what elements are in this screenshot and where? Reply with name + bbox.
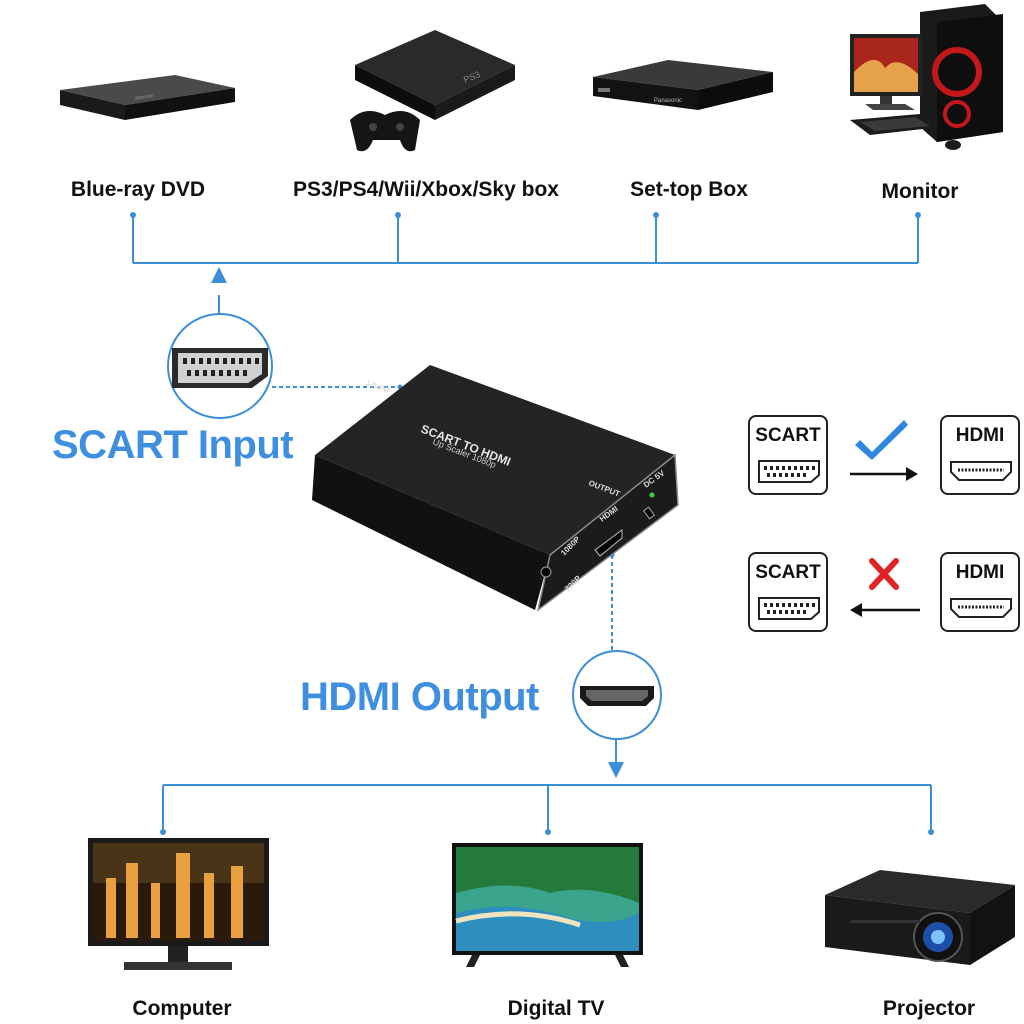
guide-hdmi-box-1: HDMI xyxy=(940,415,1020,495)
guide-scart-box-2: SCART xyxy=(748,552,828,632)
arrow-up-icon xyxy=(211,267,227,283)
power-led-icon xyxy=(649,492,655,498)
hdmi-port-outline-icon xyxy=(950,598,1012,618)
scart-to-hdmi-converter: SCART TO HDMI Up Scaler 1080p INPUT OUTP… xyxy=(312,365,679,612)
output-label-computer: Computer xyxy=(132,997,232,1020)
output-label-tv: Digital TV xyxy=(507,997,605,1020)
tv-icon xyxy=(452,843,643,967)
guide-hdmi-box-2: HDMI xyxy=(940,552,1020,632)
set-top-box-icon: Panasonic xyxy=(593,60,773,110)
source-label-monitor: Monitor xyxy=(881,180,959,203)
source-label-console: PS3/PS4/Wii/Xbox/Sky box xyxy=(293,178,559,201)
check-icon xyxy=(855,420,908,460)
scart-input-label: SCART Input xyxy=(52,423,294,467)
source-label-bluray: Blue-ray DVD xyxy=(70,178,206,201)
cross-icon xyxy=(869,558,899,590)
guide-scart-label-1: SCART xyxy=(755,425,821,446)
output-label-projector: Projector xyxy=(882,997,976,1020)
hdmi-port-icon xyxy=(594,529,623,557)
dc-port-icon xyxy=(642,506,656,520)
scart-port-icon xyxy=(758,460,820,483)
game-console-icon: PS3 xyxy=(350,30,515,152)
source-label-settop: Set-top Box xyxy=(630,178,748,201)
guide-scart-label-2: SCART xyxy=(755,562,821,583)
hdmi-output-label: HDMI Output xyxy=(300,675,539,719)
guide-scart-box-1: SCART xyxy=(748,415,828,495)
guide-row-1-arrow xyxy=(850,420,918,481)
guide-row-2-arrow xyxy=(850,558,920,617)
scart-port-icon xyxy=(758,597,820,620)
hdmi-connector-icon xyxy=(572,650,662,740)
device-input-port-label: INPUT xyxy=(365,378,391,395)
resolution-switch-icon xyxy=(540,566,552,578)
guide-hdmi-label-2: HDMI xyxy=(955,562,1005,583)
desktop-pc-icon xyxy=(850,4,1003,150)
projector-icon xyxy=(825,870,1015,965)
arrow-left-icon xyxy=(850,603,862,617)
scart-connector-icon xyxy=(167,313,273,419)
svg-text:Panasonic: Panasonic xyxy=(654,98,682,104)
computer-monitor-icon xyxy=(88,838,269,970)
bluray-player-icon xyxy=(60,75,235,120)
guide-hdmi-label-1: HDMI xyxy=(955,425,1005,446)
arrow-down-icon xyxy=(608,762,624,778)
hdmi-port-outline-icon xyxy=(950,461,1012,481)
arrow-right-icon xyxy=(906,467,918,481)
